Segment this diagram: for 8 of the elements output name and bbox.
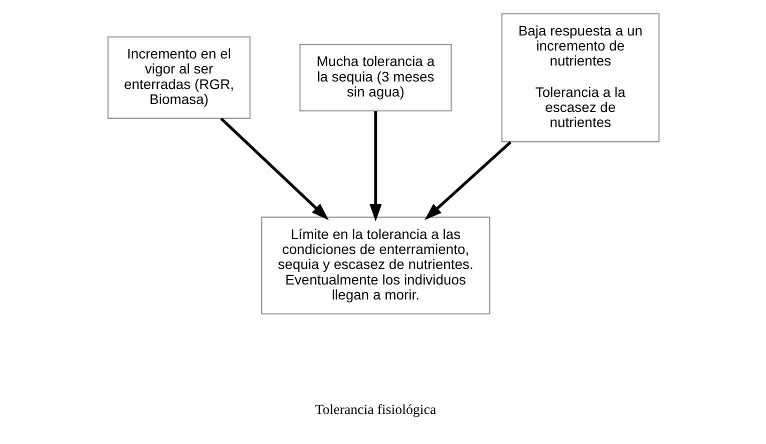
node-box: Incremento en el vigor al ser enterradas (RGR, Biomasa) <box>106 36 250 118</box>
node-box: Límite en la tolerancia a las condiciones de enterramiento, sequia y escasez de nutrientes. Eventualmente los individuos llegan a morir. <box>260 216 490 314</box>
node-box: Baja respuesta a un incremento de nutrientes Tolerancia a la escasez de nutrientes <box>500 12 660 142</box>
label: Tolerancia fisiológica <box>314 402 436 418</box>
arrow <box>424 140 511 220</box>
arrow <box>369 110 382 222</box>
arrow <box>220 117 328 220</box>
node-box: Mucha tolerancia a la sequia (3 meses sin agua) <box>298 43 452 111</box>
